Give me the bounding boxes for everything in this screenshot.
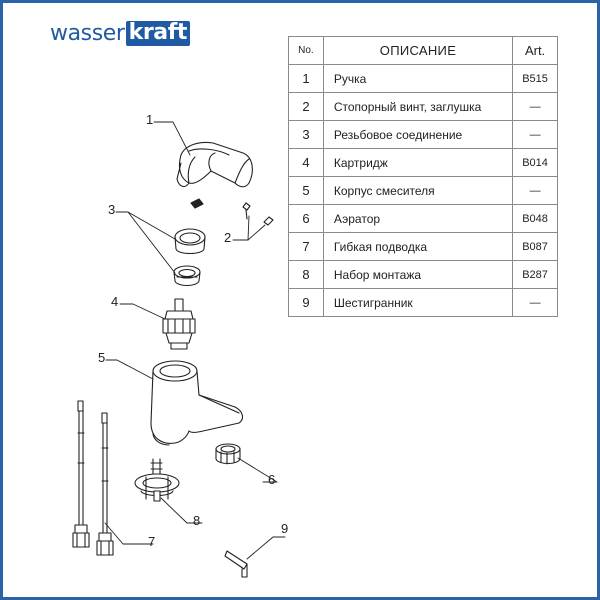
table-row: 6 Аэратор B048	[288, 204, 558, 233]
aerator-part	[215, 443, 241, 465]
table-row: 2 Стопорный винт, заглушка —	[288, 92, 558, 121]
table-row: 1 Ручка B515	[288, 64, 558, 93]
callout-9: 9	[281, 521, 288, 536]
callout-5: 5	[98, 350, 105, 365]
callout-leaders	[104, 121, 286, 560]
row-art: B087	[512, 232, 558, 261]
exploded-view-diagram: 1 2 3 4 5 6 7 8 9	[72, 112, 288, 578]
table-row: 4 Картридж B014	[288, 148, 558, 177]
header-no: No.	[288, 36, 324, 65]
row-no: 6	[288, 204, 324, 233]
callout-3: 3	[108, 202, 115, 217]
logo-text-wasser: wasser	[50, 20, 125, 46]
parts-table-header: No. ОПИСАНИЕ Art.	[288, 36, 558, 65]
table-row: 3 Резьбовое соединение —	[288, 120, 558, 149]
stop-screw-part	[190, 198, 274, 226]
callout-numbers: 1 2 3 4 5 6 7 8 9	[98, 112, 288, 549]
row-art: —	[512, 176, 558, 205]
mixer-body-part	[150, 360, 244, 446]
callout-2: 2	[224, 230, 231, 245]
row-art: —	[512, 288, 558, 317]
row-art: —	[512, 120, 558, 149]
threaded-connection-part	[173, 228, 206, 287]
row-no: 9	[288, 288, 324, 317]
parts-table: No. ОПИСАНИЕ Art. 1 Ручка B515 2 Стопорн…	[288, 36, 558, 317]
callout-4: 4	[111, 294, 118, 309]
callout-8: 8	[193, 513, 200, 528]
header-art: Art.	[512, 36, 558, 65]
header-description: ОПИСАНИЕ	[322, 36, 514, 65]
row-no: 8	[288, 260, 324, 289]
row-art: B515	[512, 64, 558, 93]
row-art: B048	[512, 204, 558, 233]
logo-text-kraft: kraft	[125, 20, 191, 46]
flexible-hoses-part	[72, 400, 114, 556]
cartridge-part	[162, 298, 196, 350]
callout-6: 6	[268, 472, 275, 487]
handle-part	[176, 141, 253, 188]
row-description: Набор монтажа	[322, 260, 514, 289]
row-no: 2	[288, 92, 324, 121]
row-description: Шестигранник	[322, 288, 514, 317]
hex-key-part	[224, 550, 248, 578]
table-row: 5 Корпус смесителя —	[288, 176, 558, 205]
table-row: 8 Набор монтажа B287	[288, 260, 558, 289]
row-description: Гибкая подводка	[322, 232, 514, 261]
row-description: Картридж	[322, 148, 514, 177]
callout-7: 7	[148, 534, 155, 549]
callout-1: 1	[146, 112, 153, 127]
row-no: 4	[288, 148, 324, 177]
mounting-kit-part	[134, 458, 180, 502]
row-art: B014	[512, 148, 558, 177]
row-description: Корпус смесителя	[322, 176, 514, 205]
table-row: 9 Шестигранник —	[288, 288, 558, 317]
row-description: Аэратор	[322, 204, 514, 233]
row-art: B287	[512, 260, 558, 289]
table-row: 7 Гибкая подводка B087	[288, 232, 558, 261]
